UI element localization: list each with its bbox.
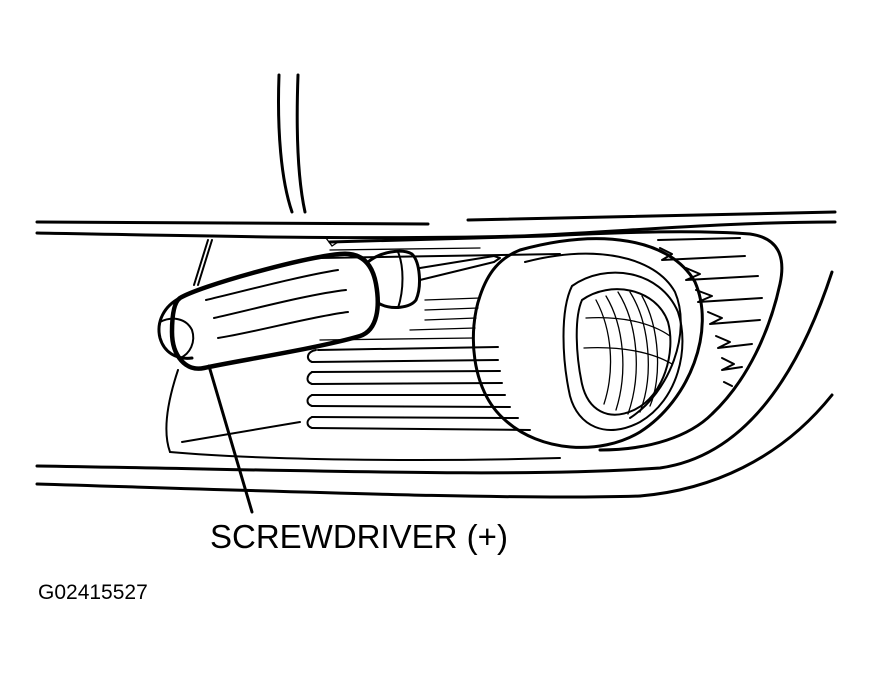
fog-lamp: [471, 237, 704, 449]
bumper-lower-edge: [35, 270, 834, 499]
callout-leader: [207, 364, 254, 514]
recess-left-edge: [165, 239, 561, 461]
bumper-upper-edge: [35, 210, 837, 240]
grille-teeth-right: [657, 237, 763, 387]
grille-slats-left: [306, 247, 531, 431]
figure-code: G02415527: [38, 581, 148, 604]
callout-label: SCREWDRIVER (+): [210, 518, 508, 555]
fender-edge: [277, 73, 307, 214]
screwdriver: [157, 237, 501, 371]
